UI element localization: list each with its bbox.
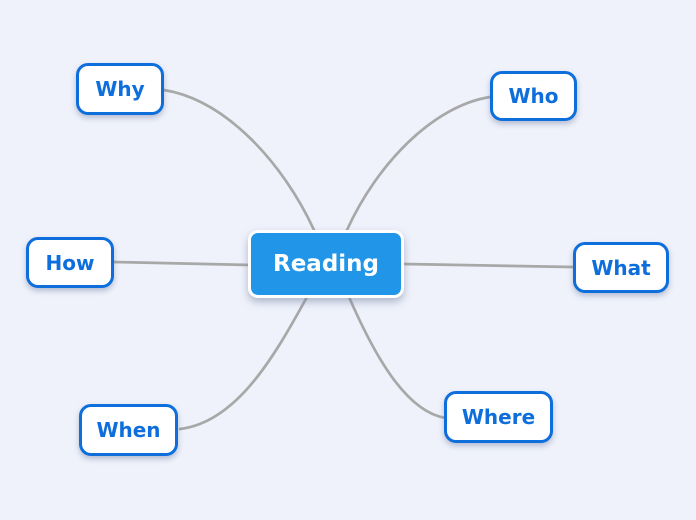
node-who[interactable]: Who <box>490 71 577 121</box>
connector-what-root <box>402 262 574 269</box>
connector-where-root <box>347 295 448 420</box>
connector-how-root <box>112 260 252 267</box>
node-how[interactable]: How <box>26 237 114 288</box>
node-when[interactable]: When <box>79 404 178 456</box>
connector-why-root <box>162 88 316 232</box>
connector-who-root <box>345 95 492 232</box>
node-root-reading[interactable]: Reading <box>248 230 404 298</box>
node-who-label: Who <box>508 84 559 108</box>
node-why[interactable]: Why <box>76 63 164 115</box>
node-what-label: What <box>591 255 651 280</box>
node-why-label: Why <box>95 77 145 101</box>
node-how-label: How <box>45 250 95 275</box>
node-root-label: Reading <box>272 251 379 277</box>
node-where[interactable]: Where <box>444 391 553 443</box>
node-when-label: When <box>96 418 161 442</box>
connector-when-root <box>178 295 309 431</box>
node-what[interactable]: What <box>573 242 669 293</box>
node-where-label: Where <box>461 405 536 429</box>
